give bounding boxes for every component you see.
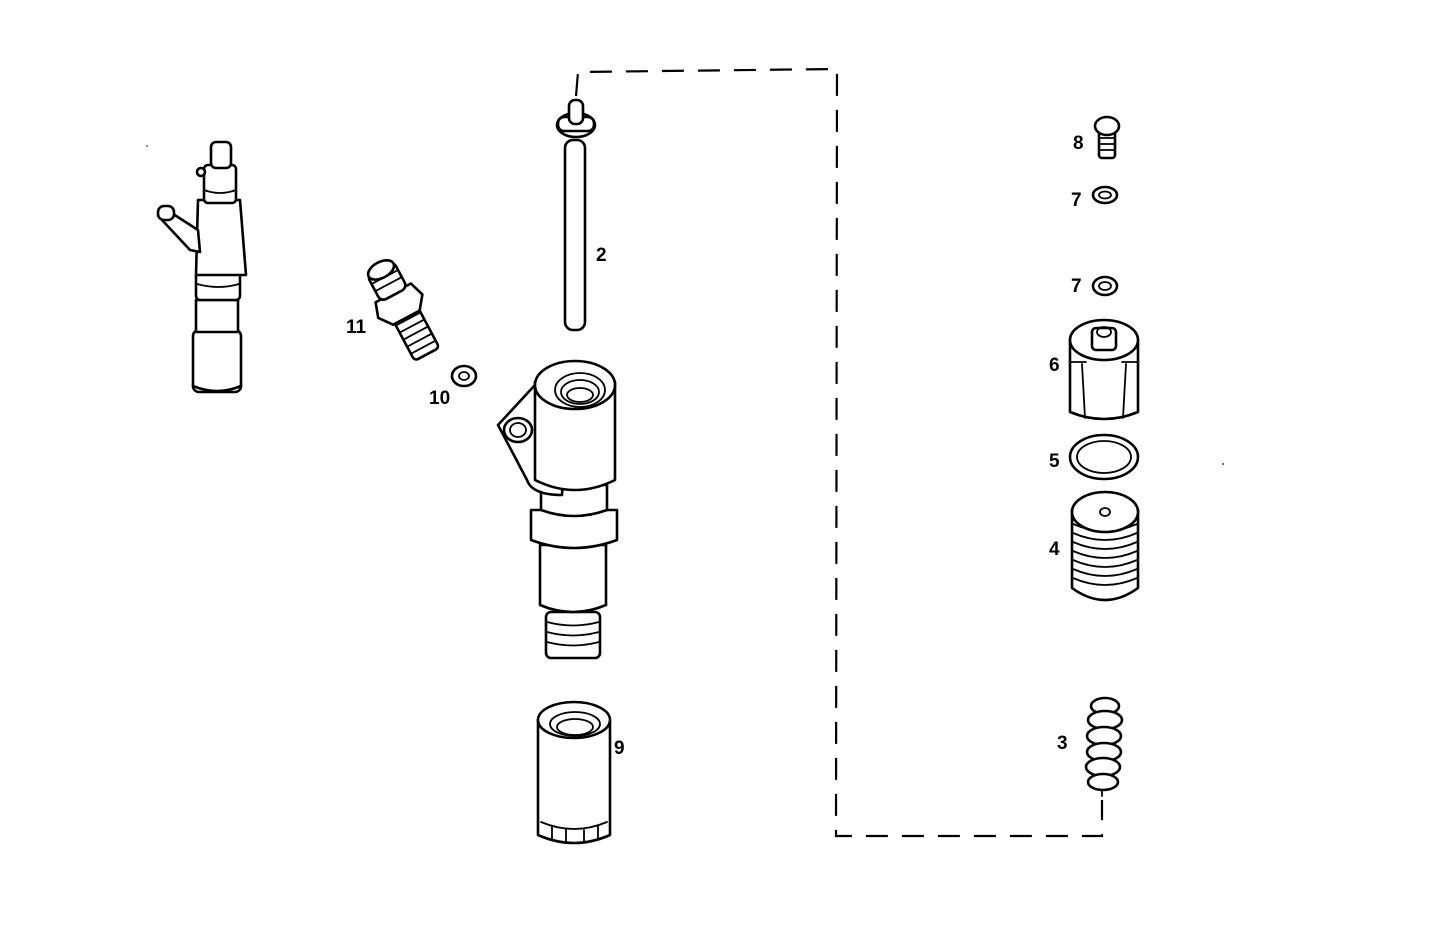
assembly-connector-line	[574, 67, 1104, 838]
part-8-bolt	[1093, 115, 1121, 160]
part-2-push-rod	[555, 98, 597, 332]
stray-dot	[1222, 463, 1224, 465]
callout-8: 8	[1073, 133, 1084, 154]
part-3-coil-spring	[1084, 696, 1124, 797]
callout-7-upper: 7	[1071, 190, 1082, 211]
assembled-injector	[146, 140, 248, 394]
part-4-spring-seat	[1070, 490, 1140, 602]
part-5-sealing-ring	[1068, 433, 1140, 481]
callout-7-lower: 7	[1071, 276, 1082, 297]
part-10-washer	[450, 364, 478, 388]
callout-2: 2	[596, 245, 607, 266]
callout-3: 3	[1057, 733, 1068, 754]
part-7-washer-lower	[1091, 275, 1119, 297]
callout-10: 10	[429, 388, 451, 409]
part-7-washer-upper	[1091, 185, 1119, 205]
callout-9: 9	[614, 738, 625, 759]
callout-6: 6	[1049, 355, 1060, 376]
callout-5: 5	[1049, 451, 1060, 472]
part-11-union	[366, 259, 440, 361]
part-6-cap-nut	[1068, 318, 1140, 421]
injector-body	[496, 359, 619, 660]
callout-11: 11	[346, 317, 367, 338]
callout-4: 4	[1049, 539, 1060, 560]
part-9-retaining-nut	[536, 700, 612, 845]
